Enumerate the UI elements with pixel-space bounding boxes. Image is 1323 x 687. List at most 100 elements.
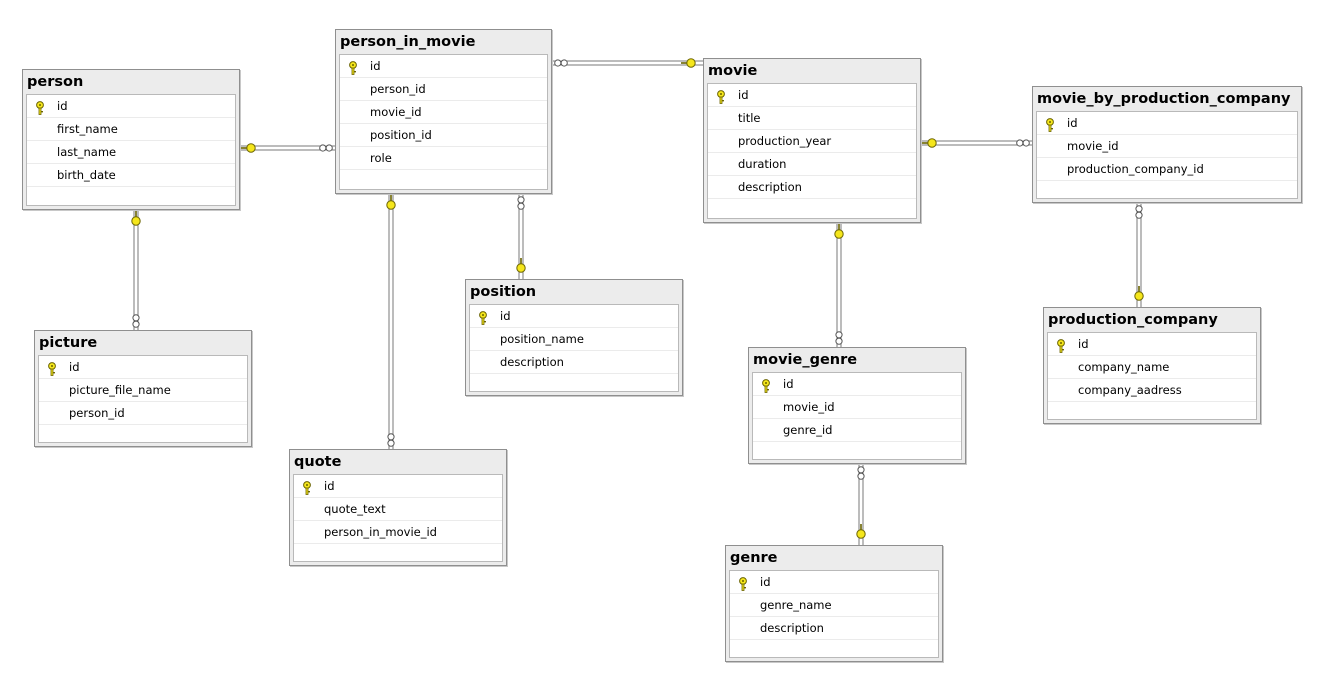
column-row[interactable]: id xyxy=(730,571,938,594)
column-row[interactable]: first_name xyxy=(27,118,235,141)
column-row[interactable]: genre_name xyxy=(730,594,938,617)
column-name: description xyxy=(738,180,802,194)
column-row[interactable]: id xyxy=(708,84,916,107)
relationship-position-person_in_movie[interactable] xyxy=(516,194,526,279)
table-genre[interactable]: genre id genre_name description xyxy=(725,545,943,662)
relationship-person_in_movie-movie[interactable] xyxy=(552,58,703,68)
column-row[interactable]: id xyxy=(340,55,547,78)
column-name: id xyxy=(500,309,511,323)
column-row[interactable]: company_aadress xyxy=(1048,379,1256,402)
table-title[interactable]: quote xyxy=(294,454,342,470)
column-row[interactable]: picture_file_name xyxy=(39,379,247,402)
many-end-infinity-icon xyxy=(554,59,568,67)
table-title[interactable]: production_company xyxy=(1048,312,1218,328)
many-end-infinity-icon xyxy=(1016,139,1030,147)
column-row[interactable]: id xyxy=(470,305,678,328)
column-row[interactable]: description xyxy=(470,351,678,374)
column-name: id xyxy=(69,360,80,374)
relationship-movie-movie_genre[interactable] xyxy=(834,223,844,347)
column-row[interactable]: person_id xyxy=(39,402,247,425)
relationship-person-person_in_movie[interactable] xyxy=(240,143,335,153)
column-name: picture_file_name xyxy=(69,383,171,397)
one-end-key-icon xyxy=(856,524,866,539)
many-end-infinity-icon xyxy=(857,466,865,480)
primary-key-icon xyxy=(1056,338,1066,353)
column-row[interactable]: person_id xyxy=(340,78,547,101)
table-title[interactable]: position xyxy=(470,284,537,300)
column-name: company_aadress xyxy=(1078,383,1182,397)
relationship-movie-movie_by_production_company[interactable] xyxy=(921,138,1032,148)
column-name: person_id xyxy=(370,82,426,96)
column-name: production_company_id xyxy=(1067,162,1204,176)
column-name: genre_name xyxy=(760,598,832,612)
primary-key-icon xyxy=(35,100,45,115)
column-row[interactable]: production_company_id xyxy=(1037,158,1297,181)
relationship-person-picture[interactable] xyxy=(131,210,141,330)
column-row[interactable]: role xyxy=(340,147,547,170)
table-title[interactable]: movie_genre xyxy=(753,352,858,368)
column-row[interactable]: id xyxy=(294,475,502,498)
column-row[interactable]: description xyxy=(708,176,916,199)
table-picture[interactable]: picture id picture_file_name person_id xyxy=(34,330,252,447)
table-title[interactable]: person xyxy=(27,74,84,90)
column-row[interactable]: movie_id xyxy=(340,101,547,124)
column-row[interactable]: description xyxy=(730,617,938,640)
column-name: first_name xyxy=(57,122,118,136)
column-name: id xyxy=(1067,116,1078,130)
column-row[interactable]: birth_date xyxy=(27,164,235,187)
primary-key-icon xyxy=(1045,117,1055,132)
column-row[interactable]: id xyxy=(753,373,961,396)
column-name: duration xyxy=(738,157,787,171)
table-title[interactable]: person_in_movie xyxy=(340,34,476,50)
primary-key-icon xyxy=(47,361,57,376)
column-name: id xyxy=(760,575,771,589)
column-name: last_name xyxy=(57,145,117,159)
column-row[interactable]: person_in_movie_id xyxy=(294,521,502,544)
column-name: birth_date xyxy=(57,168,116,182)
column-row[interactable]: id xyxy=(27,95,235,118)
primary-key-icon xyxy=(738,576,748,591)
column-row[interactable]: id xyxy=(39,356,247,379)
column-row[interactable]: position_name xyxy=(470,328,678,351)
column-row[interactable]: title xyxy=(708,107,916,130)
primary-key-icon xyxy=(761,378,771,393)
column-row[interactable]: movie_id xyxy=(1037,135,1297,158)
column-name: id xyxy=(370,59,381,73)
column-row[interactable]: quote_text xyxy=(294,498,502,521)
column-name: person_id xyxy=(69,406,125,420)
column-name: person_in_movie_id xyxy=(324,525,437,539)
column-row[interactable]: movie_id xyxy=(753,396,961,419)
table-person[interactable]: person id first_name last_name birth_date xyxy=(22,69,240,210)
column-row[interactable]: duration xyxy=(708,153,916,176)
relationship-person_in_movie-quote[interactable] xyxy=(386,194,396,449)
column-row[interactable]: position_id xyxy=(340,124,547,147)
table-title[interactable]: movie_by_production_company xyxy=(1037,91,1291,107)
relationship-genre-movie_genre[interactable] xyxy=(856,464,866,545)
table-title[interactable]: genre xyxy=(730,550,778,566)
column-row[interactable]: id xyxy=(1048,333,1256,356)
column-row[interactable]: last_name xyxy=(27,141,235,164)
many-end-infinity-icon xyxy=(835,331,843,345)
primary-key-icon xyxy=(348,60,358,75)
column-row[interactable]: id xyxy=(1037,112,1297,135)
column-row[interactable]: genre_id xyxy=(753,419,961,442)
one-end-key-icon xyxy=(516,258,526,273)
column-name: description xyxy=(760,621,824,635)
table-title[interactable]: movie xyxy=(708,63,758,79)
column-row[interactable]: production_year xyxy=(708,130,916,153)
table-title[interactable]: picture xyxy=(39,335,98,351)
column-row[interactable]: company_name xyxy=(1048,356,1256,379)
relationship-production_company-movie_by_production_company[interactable] xyxy=(1134,203,1144,307)
